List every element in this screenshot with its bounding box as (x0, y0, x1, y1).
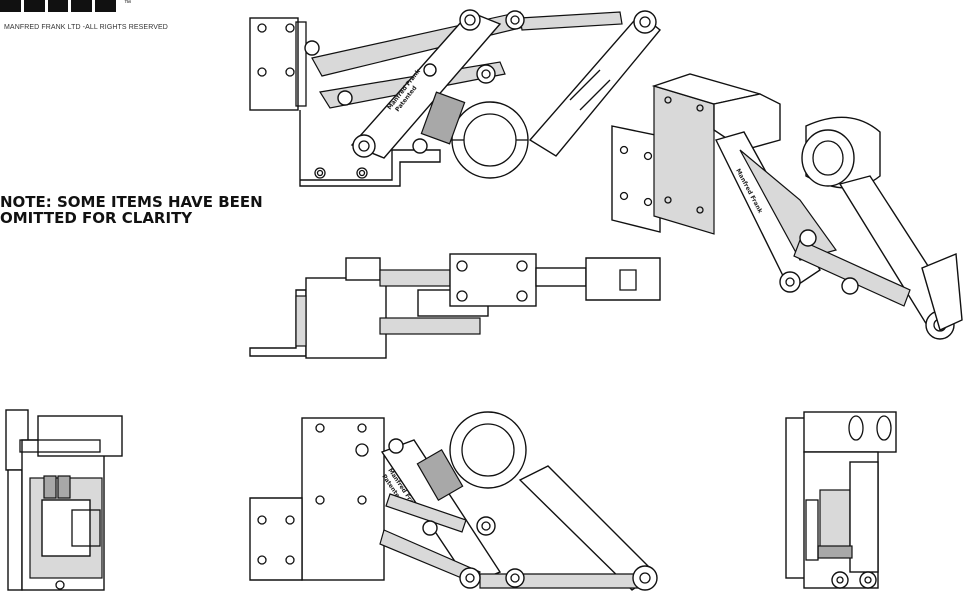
bottom-clamp-ring (449, 411, 527, 489)
company-logo: ™ (0, 0, 131, 12)
note-line-1: NOTE: SOME ITEMS HAVE BEEN (0, 193, 263, 211)
iso-plate-left (611, 125, 661, 233)
base-bracket (299, 110, 441, 187)
side-view-bottom: Manfred Frank Patented (249, 411, 658, 591)
plan-link-block (449, 253, 537, 307)
spring-housing (420, 91, 466, 145)
copyright-notice: MANFRED FRANK LTD -ALL RIGHTS RESERVED (4, 24, 168, 31)
end-view-right (785, 411, 897, 589)
clarity-note: NOTE: SOME ITEMS HAVE BEEN OMITTED FOR C… (0, 194, 263, 226)
plan-body (305, 277, 387, 359)
primary-arm (350, 11, 502, 159)
trademark-symbol: ™ (124, 0, 131, 7)
end-view-left (5, 409, 123, 591)
iso-plate-main (653, 85, 715, 235)
iso-arm (715, 131, 821, 292)
plan-fork (585, 257, 661, 301)
bottom-plate (301, 417, 385, 581)
side-view-top: Manfred Frank Patented (249, 9, 661, 187)
mounting-plate (249, 17, 299, 111)
long-lever (528, 13, 661, 157)
plan-view (249, 253, 661, 359)
note-line-2: OMITTED FOR CLARITY (0, 209, 193, 227)
isometric-view: Manfred Frank (611, 73, 963, 340)
